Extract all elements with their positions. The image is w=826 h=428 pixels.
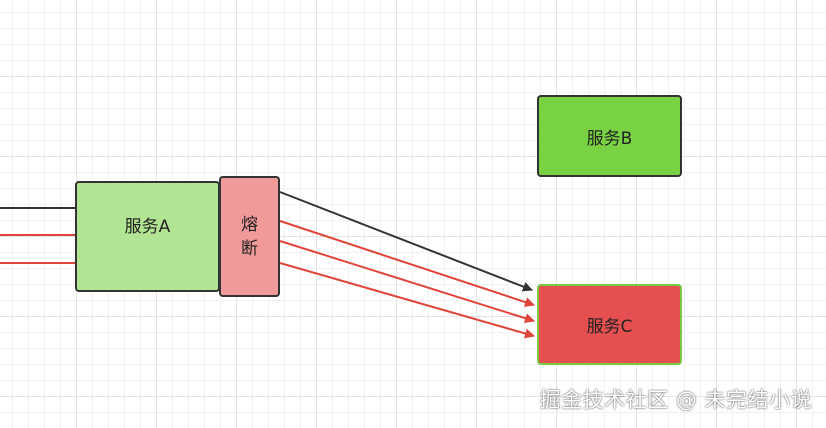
arrow-to-c-black (279, 191, 533, 292)
watermark-text: 掘金技术社区 @ 未完结小说 (539, 388, 812, 412)
service-c-label: 服务C (586, 317, 633, 337)
service-a-node[interactable]: 服务A (75, 181, 220, 292)
service-b-label: 服务B (586, 128, 633, 149)
arrow-to-c-red-3 (279, 262, 535, 339)
arrow-to-c-red-2 (279, 240, 535, 324)
service-a-label: 服务A (124, 217, 171, 237)
arrow-to-c-red-1 (279, 220, 535, 307)
circuit-breaker-label-line1: 熔 (241, 214, 258, 235)
service-b-node[interactable]: 服务B (537, 95, 682, 177)
circuit-breaker-label-line2: 断 (241, 238, 258, 259)
circuit-breaker-node[interactable]: 熔 断 (219, 176, 280, 297)
service-c-node[interactable]: 服务C (537, 284, 682, 365)
